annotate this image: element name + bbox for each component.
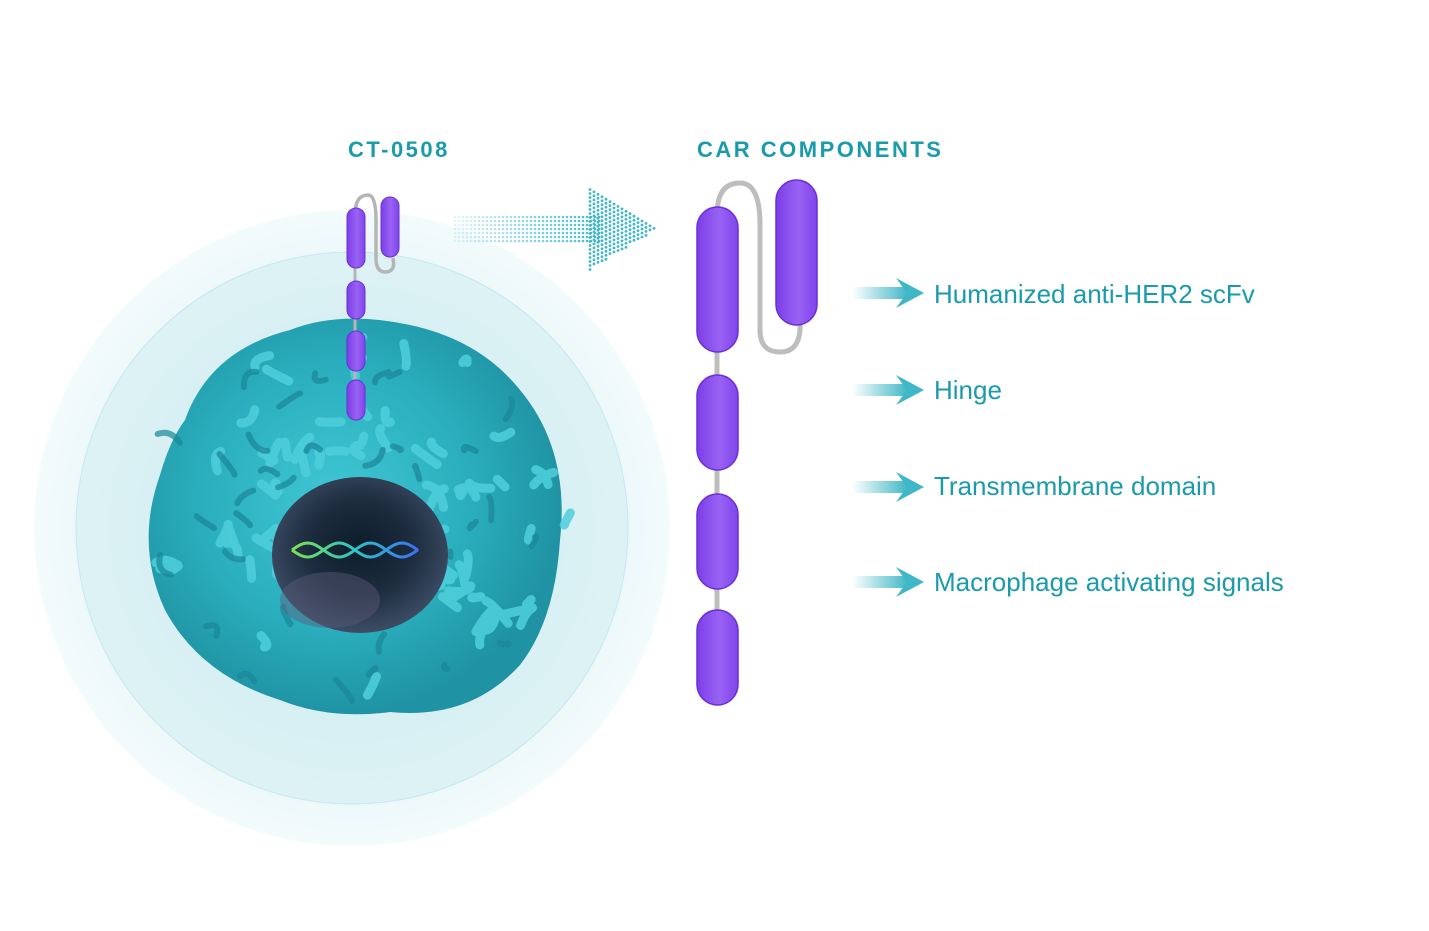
label-arrow-hinge (852, 375, 924, 405)
label-arrow-scfv (852, 278, 924, 308)
label-arrow-signals (852, 567, 924, 597)
component-label-signals: Macrophage activating signals (934, 567, 1284, 597)
component-label-transmembrane: Transmembrane domain (934, 471, 1217, 501)
component-label-scfv: Humanized anti-HER2 scFv (934, 279, 1255, 309)
segment-scfv-light (696, 206, 739, 353)
product-heading: CT-0508 (348, 137, 450, 162)
small-car-construct (346, 193, 400, 421)
dotted-right-arrow-icon (453, 188, 656, 271)
component-label-hinge: Hinge (934, 375, 1002, 405)
segment-scfv-heavy (775, 179, 818, 326)
segment-transmembrane (696, 493, 739, 590)
car-construct (696, 179, 818, 706)
segment-signaling (696, 609, 739, 706)
segment-hinge (696, 374, 739, 471)
label-arrow-transmembrane (852, 472, 924, 502)
dna-helix-icon (291, 541, 419, 559)
components-heading: CAR COMPONENTS (697, 137, 944, 162)
